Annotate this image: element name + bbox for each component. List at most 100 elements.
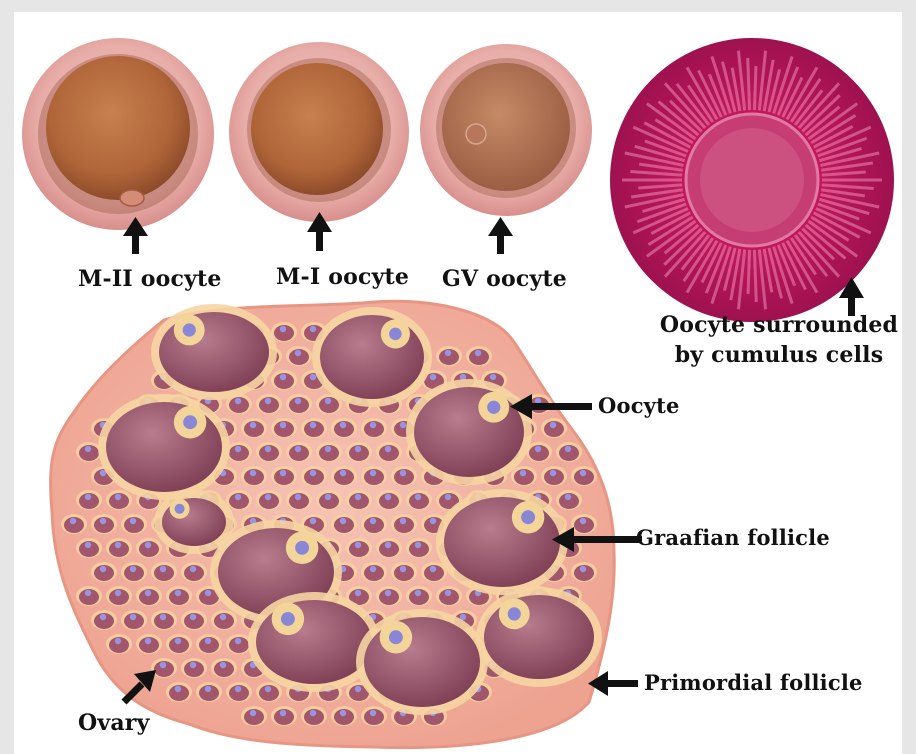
primordial-follicle: [211, 658, 237, 678]
primordial-follicle: [331, 706, 357, 726]
primordial-follicle: [541, 466, 567, 486]
primordial-follicle: [181, 562, 207, 582]
primordial-follicle: [571, 514, 597, 534]
primordial-follicle: [331, 466, 357, 486]
primordial-follicle: [121, 514, 147, 534]
primordial-follicle: [91, 610, 117, 630]
graafian-follicle: [98, 394, 230, 500]
primordial-follicle: [271, 418, 297, 438]
primordial-follicle: [346, 538, 372, 558]
primordial-follicle: [181, 610, 207, 630]
primordial-follicle: [241, 418, 267, 438]
primordial-follicle: [301, 706, 327, 726]
primordial-follicle: [136, 538, 162, 558]
primordial-follicle: [391, 466, 417, 486]
primordial-follicle: [316, 442, 342, 462]
ovary-section: [51, 301, 615, 747]
cumulus-cell-ray: [748, 250, 750, 294]
primordial-follicle: [541, 418, 567, 438]
primordial-follicle: [361, 562, 387, 582]
primordial-follicle: [376, 586, 402, 606]
black-arrow-icon: [488, 217, 513, 254]
primordial-follicle: [106, 634, 132, 654]
primordial-follicle: [121, 562, 147, 582]
primordial-follicle: [106, 586, 132, 606]
primordial-follicle: [301, 466, 327, 486]
primordial-follicle: [136, 634, 162, 654]
primordial-follicle: [271, 466, 297, 486]
label-mii-oocyte: M-II oocyte: [78, 266, 222, 292]
primordial-follicle: [406, 538, 432, 558]
primordial-follicle: [136, 586, 162, 606]
primordial-follicle: [571, 562, 597, 582]
gv-oocyte-image: [420, 44, 592, 216]
primordial-follicle: [76, 538, 102, 558]
label-cumulus-line2: by cumulus cells: [654, 340, 902, 370]
primordial-follicle: [466, 346, 492, 366]
primordial-follicle: [391, 514, 417, 534]
primordial-follicle: [151, 562, 177, 582]
primordial-follicle: [406, 586, 432, 606]
primordial-follicle: [376, 538, 402, 558]
graafian-follicle: [406, 379, 532, 485]
figure-panel: M-II oocyte M-I oocyte GV oocyte Oocyte …: [14, 12, 902, 754]
graafian-follicle: [476, 587, 602, 687]
primordial-follicle: [346, 490, 372, 510]
cumulus-cell-ray: [754, 66, 756, 110]
primordial-follicle: [226, 490, 252, 510]
primordial-follicle: [286, 442, 312, 462]
cumulus-cell-ray: [748, 58, 750, 110]
primordial-follicle: [61, 514, 87, 534]
primordial-follicle: [331, 514, 357, 534]
diagram-svg: [14, 12, 902, 754]
primordial-follicle: [196, 634, 222, 654]
primordial-follicle: [361, 418, 387, 438]
primordial-follicle: [361, 514, 387, 534]
primordial-follicle: [331, 418, 357, 438]
primordial-follicle: [256, 442, 282, 462]
primordial-follicle: [406, 490, 432, 510]
primordial-follicle: [256, 490, 282, 510]
primordial-follicle: [121, 610, 147, 630]
primordial-follicle: [271, 370, 297, 390]
primordial-follicle: [76, 490, 102, 510]
label-primordial-follicle: Primordial follicle: [644, 670, 863, 695]
label-gv-oocyte: GV oocyte: [442, 266, 567, 292]
label-cumulus-line1: Oocyte surrounded: [654, 310, 902, 340]
primordial-follicle: [271, 322, 297, 342]
primordial-follicle: [376, 490, 402, 510]
label-graafian-follicle: Graafian follicle: [636, 525, 830, 550]
label-ovary: Ovary: [78, 710, 150, 736]
primordial-follicle: [286, 346, 312, 366]
graafian-follicle: [151, 304, 277, 400]
primordial-follicle: [256, 394, 282, 414]
primordial-follicle: [226, 682, 252, 702]
primordial-follicle: [91, 562, 117, 582]
primordial-follicle: [181, 658, 207, 678]
mi-oocyte-image: [229, 42, 409, 222]
primordial-follicle: [151, 610, 177, 630]
primordial-follicle: [391, 562, 417, 582]
graafian-follicle: [436, 489, 568, 595]
label-oocyte: Oocyte: [598, 393, 680, 418]
primordial-follicle: [106, 490, 132, 510]
primordial-follicle: [346, 442, 372, 462]
primordial-follicle: [376, 442, 402, 462]
primordial-follicle: [316, 490, 342, 510]
cumulus-cell-ray: [754, 250, 756, 302]
label-mi-oocyte: M-I oocyte: [276, 264, 409, 290]
primordial-follicle: [151, 658, 177, 678]
primordial-follicle: [106, 538, 132, 558]
primordial-follicle: [211, 610, 237, 630]
primordial-follicle: [301, 418, 327, 438]
primordial-follicle: [361, 706, 387, 726]
mii-oocyte-image: [22, 38, 214, 230]
primordial-follicle: [556, 490, 582, 510]
primordial-follicle: [166, 682, 192, 702]
primordial-follicle: [196, 682, 222, 702]
primordial-follicle: [571, 466, 597, 486]
primordial-follicle: [241, 466, 267, 486]
label-cumulus: Oocyte surrounded by cumulus cells: [654, 310, 902, 370]
primordial-follicle: [91, 514, 117, 534]
